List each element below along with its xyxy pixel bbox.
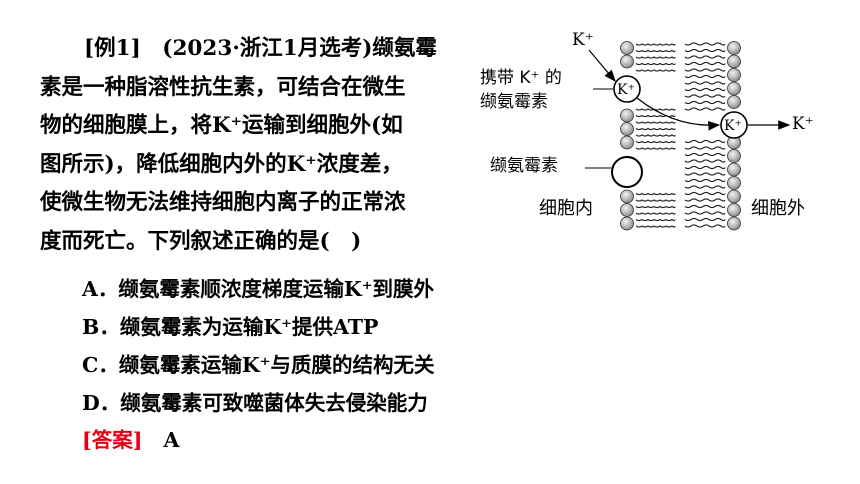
lipid-head — [727, 41, 741, 55]
lipid-tail — [684, 165, 726, 170]
lipid-tail — [684, 211, 726, 215]
lipid-head — [620, 54, 634, 69]
lipid-head — [620, 189, 634, 204]
lipid-tail — [684, 224, 726, 228]
lipid-head — [727, 162, 741, 177]
lipid-head — [727, 203, 741, 217]
outer-ion-label: K⁺ — [724, 118, 742, 134]
lipid-head — [620, 203, 634, 217]
lipid-tail — [684, 74, 726, 79]
lipid-tail — [684, 61, 726, 66]
lipid-tail — [684, 172, 726, 176]
membrane-diagram — [585, 41, 791, 231]
lipid-tail — [635, 43, 676, 46]
outer-valinomycin-circle — [720, 111, 748, 139]
lipid-tail — [635, 192, 676, 196]
lipid-tail — [684, 48, 726, 53]
option-c[interactable]: C．缬氨霉素运输K⁺与质膜的结构无关 — [82, 353, 435, 377]
lipid-tail — [635, 205, 676, 209]
lipid-head — [620, 216, 634, 231]
lipid-tail — [635, 127, 676, 131]
lipid-tail — [684, 94, 726, 98]
lipid-tail — [684, 81, 726, 85]
carrier-transport-arrow — [636, 97, 721, 131]
lipid-tail — [635, 225, 676, 228]
answer-line: [答案] A — [82, 423, 179, 453]
lipid-tail — [684, 146, 726, 150]
question-line-2: 素是一种脂溶性抗生素，可结合在微生 — [40, 74, 406, 100]
lipid-tail — [635, 121, 676, 124]
free-valinomycin-circle — [611, 156, 643, 188]
lipid-tail — [635, 199, 676, 202]
lipid-tail — [684, 139, 726, 144]
inside-label: 细胞内 — [539, 198, 593, 219]
carrier-label-line2: 缬氨霉素 — [480, 92, 548, 112]
lipid-head — [620, 122, 634, 136]
lipid-head — [727, 81, 741, 96]
lipid-head — [727, 68, 741, 82]
lipid-head — [620, 108, 634, 123]
lipid-head — [727, 216, 741, 231]
lipid-head — [620, 41, 634, 55]
lipid-head — [620, 135, 634, 150]
lipid-tail — [635, 114, 676, 118]
lipid-tail — [635, 56, 676, 59]
outside-label: 细胞外 — [751, 198, 805, 219]
lipid-tail — [635, 49, 676, 53]
lipid-tail — [684, 198, 726, 202]
lipid-tail — [684, 68, 726, 72]
lipid-tail — [635, 134, 676, 137]
lipid-heads — [620, 41, 741, 231]
question-line-5: 使微生物无法维持细胞内离子的正常浓 — [40, 190, 406, 215]
options-list: A．缬氨霉素顺浓度梯度运输K⁺到膜外 B．缬氨霉素为运输K⁺提供ATP C．缬氨… — [82, 270, 434, 422]
k-entry-arrow — [588, 49, 616, 82]
lipid-tail — [635, 140, 676, 144]
option-d[interactable]: D．缬氨霉素可致噬菌体失去侵染能力 — [82, 391, 428, 415]
free-valinomycin-label: 缬氨霉素 — [490, 156, 558, 176]
lipid-tail — [684, 185, 726, 189]
membrane-figure: K⁺ 携带 K⁺ 的 缬氨霉素 K⁺ 缬氨霉素 K⁺ K⁺ 细胞内 细胞外 — [475, 28, 855, 250]
carrier-ion-label: K⁺ — [617, 82, 635, 98]
lipid-head — [727, 95, 741, 109]
option-a[interactable]: A．缬氨霉素顺浓度梯度运输K⁺到膜外 — [82, 277, 435, 301]
option-b[interactable]: B．缬氨霉素为运输K⁺提供ATP — [82, 315, 379, 339]
answer-tag: [答案] — [82, 428, 143, 452]
lipid-tail — [684, 217, 726, 222]
lipid-tail — [684, 152, 726, 157]
question-line-3: 物的细胞膜上，将K⁺运输到细胞外(如 — [40, 113, 403, 138]
lipid-tail — [684, 55, 726, 59]
released-ion-label: K⁺ — [792, 114, 814, 134]
carrier-valinomycin-circle — [613, 75, 641, 103]
question-stem: [例1] (2023·浙江1月选考)缬氨霉 素是一种脂溶性抗生素，可结合在微生 … — [40, 30, 480, 261]
lipid-tail — [684, 42, 726, 46]
lipid-tail — [635, 62, 676, 66]
top-ion-label: K⁺ — [572, 30, 594, 50]
lipid-tails — [635, 42, 726, 228]
question-line-4: 图所示)，降低细胞内外的K⁺浓度差， — [40, 151, 403, 177]
answer-value: A — [163, 428, 180, 452]
lipid-tail — [684, 159, 726, 163]
lipid-head — [727, 189, 741, 204]
question-line-1: [例1] (2023·浙江1月选考)缬氨霉 — [84, 36, 437, 61]
lipid-tail — [684, 87, 726, 92]
lipid-tail — [684, 100, 726, 105]
lipid-tail — [635, 69, 676, 72]
lipid-head — [727, 176, 741, 190]
lipid-tail — [684, 178, 726, 183]
question-line-6: 度而死亡。下列叙述正确的是( ) — [40, 228, 362, 254]
lipid-tail — [635, 108, 676, 111]
lipid-tail — [635, 212, 676, 215]
lipid-head — [727, 54, 741, 69]
lipid-tail — [635, 218, 676, 222]
lipid-tail — [635, 147, 676, 150]
lipid-tail — [684, 191, 726, 196]
lipid-head — [727, 149, 741, 163]
lipid-tail — [684, 107, 726, 111]
carrier-label-line1: 携带 K⁺ 的 — [480, 68, 562, 88]
lipid-tail — [684, 204, 726, 209]
